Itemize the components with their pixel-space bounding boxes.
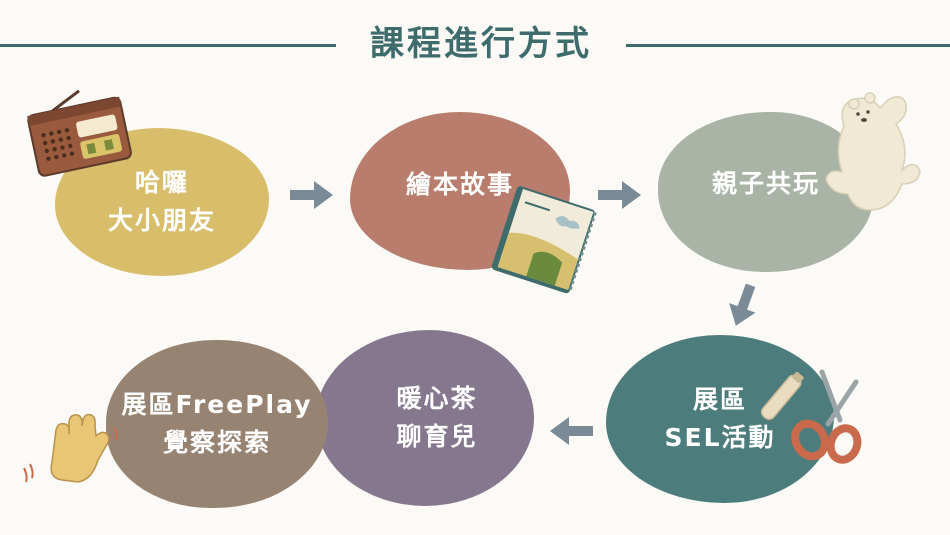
arrow-right-2 bbox=[598, 181, 641, 209]
page-title: 課程進行方式 bbox=[370, 24, 592, 64]
step-3-line-1: 親子共玩 bbox=[711, 169, 820, 198]
step-5-line-1: 暖心茶 bbox=[396, 384, 478, 413]
step-4-line-1: 展區 bbox=[692, 385, 747, 414]
arrow-right-1 bbox=[290, 181, 333, 209]
step-1-line-1: 哈囉 bbox=[134, 168, 189, 197]
picture-book-icon bbox=[491, 186, 597, 294]
title-divider-right bbox=[626, 44, 950, 47]
step-5-line-2: 聊育兒 bbox=[396, 422, 478, 451]
radio-icon bbox=[27, 89, 132, 177]
step-2-line-1: 繪本故事 bbox=[405, 170, 514, 199]
arrow-left bbox=[550, 417, 593, 445]
step-5-parenting-talk: 暖心茶 聊育兒 bbox=[316, 330, 534, 506]
arrow-down bbox=[729, 284, 756, 326]
title-row: 課程進行方式 bbox=[0, 0, 950, 90]
step-4-sel-activity: 展區 SEL活動 bbox=[606, 335, 834, 503]
step-6-line-1: 展區FreePlay bbox=[121, 390, 313, 419]
step-6-freeplay: 展區FreePlay 覺察探索 bbox=[106, 340, 328, 508]
step-6-line-2: 覺察探索 bbox=[162, 428, 271, 457]
title-divider-left bbox=[0, 44, 336, 47]
polar-bear-icon bbox=[825, 92, 921, 211]
step-4-line-2: SEL活動 bbox=[664, 423, 776, 452]
step-1-line-2: 大小朋友 bbox=[107, 206, 216, 235]
scissors-icon bbox=[760, 369, 862, 464]
waving-hand-icon bbox=[23, 413, 118, 483]
